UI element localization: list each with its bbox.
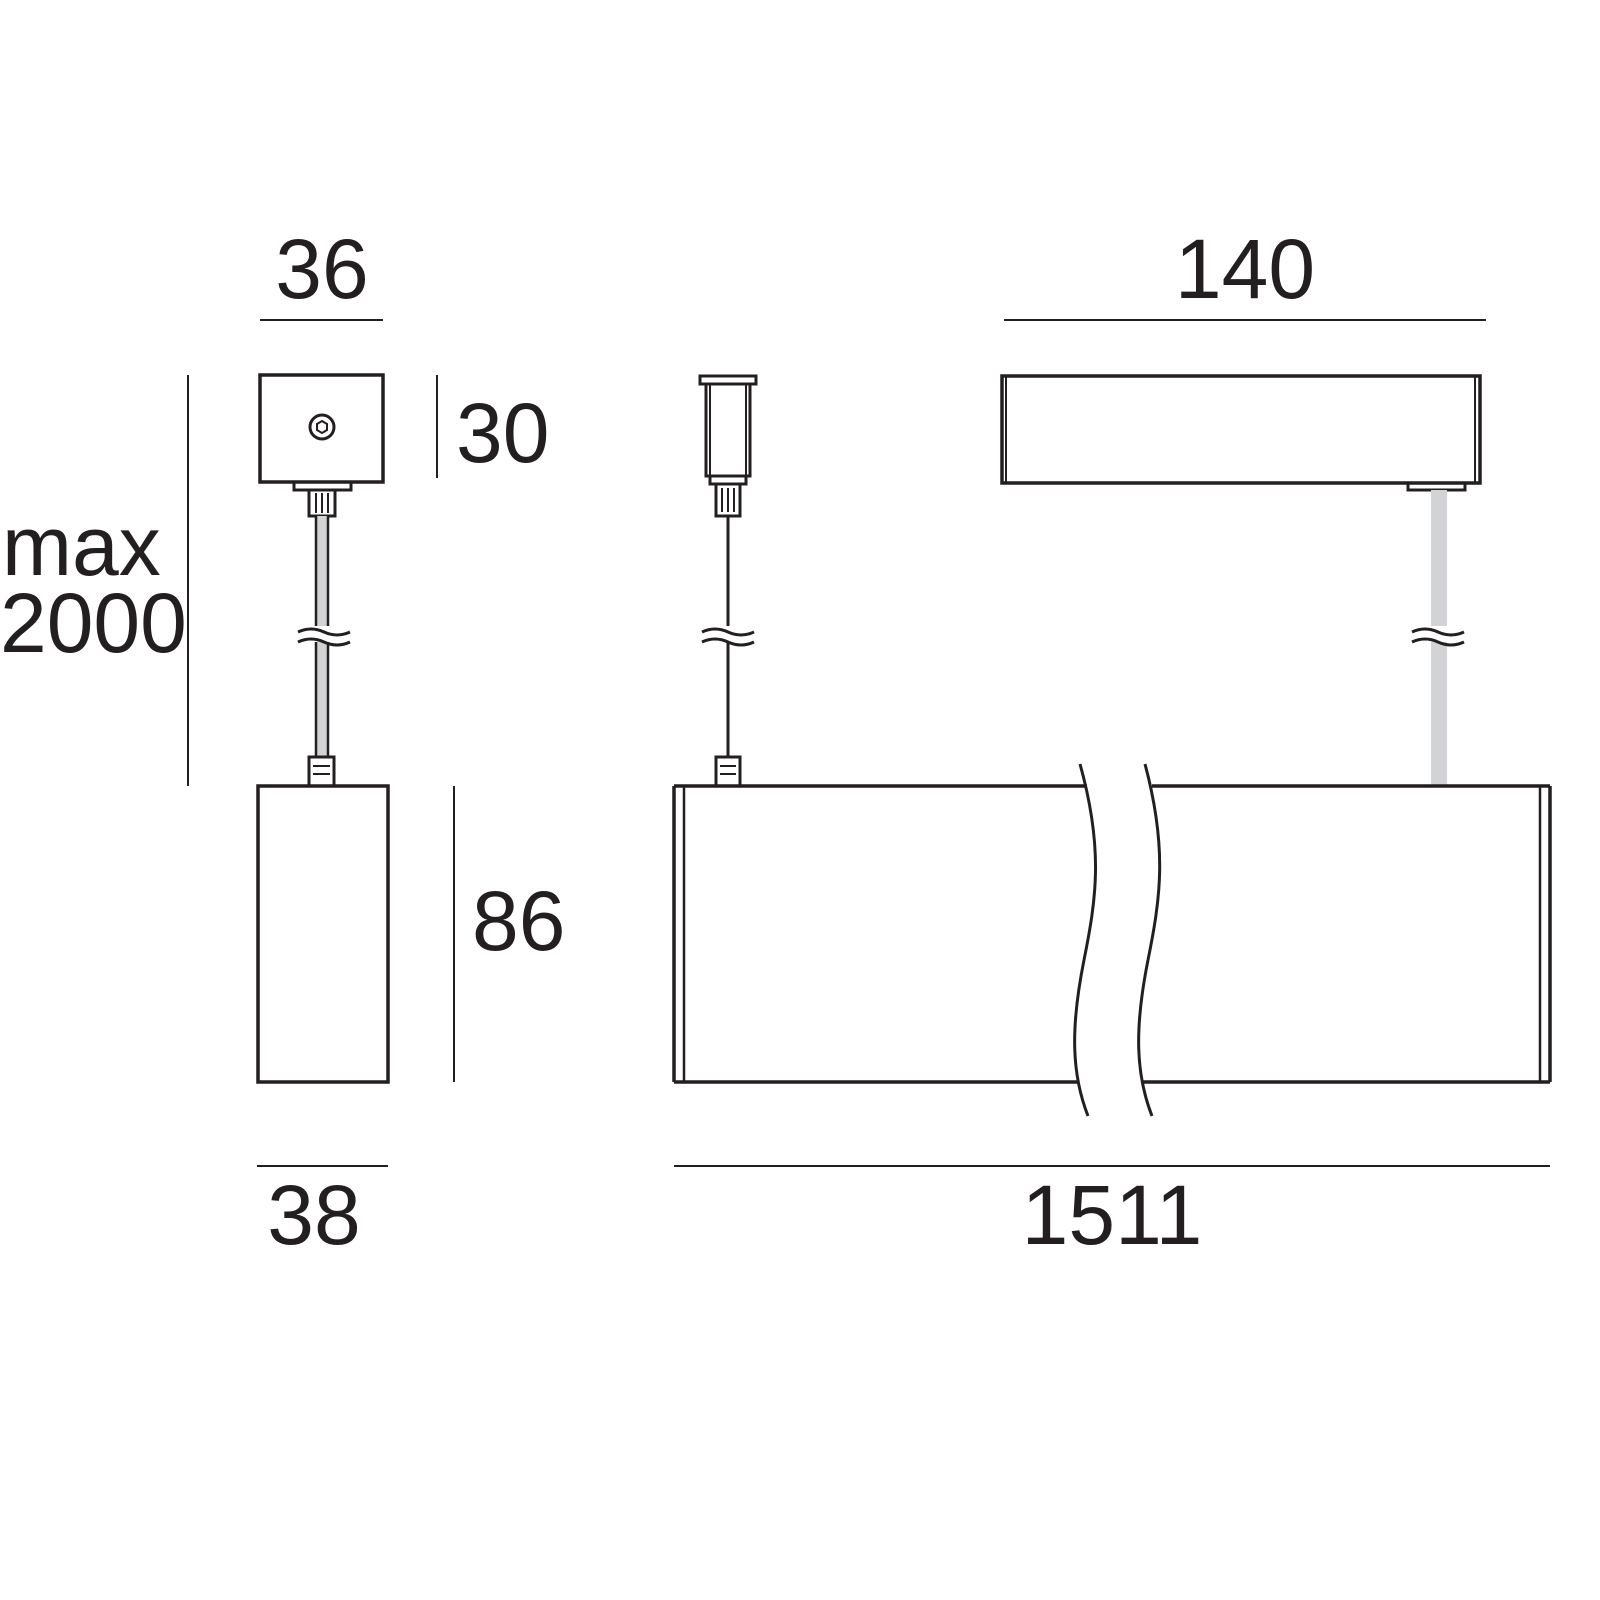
front-view: 140 xyxy=(672,222,1552,1262)
length-break-line xyxy=(1073,763,1098,1117)
break-symbol-icon xyxy=(701,627,755,637)
luminaire-body-side xyxy=(256,784,390,1084)
body-height-label: 86 xyxy=(472,874,565,968)
break-symbol-icon xyxy=(1411,627,1465,637)
length-break-line xyxy=(1137,763,1162,1117)
body-length-label: 1511 xyxy=(1022,1168,1203,1262)
side-view: 36 30 max 2000 86 38 xyxy=(0,222,565,1262)
canopy-end-view xyxy=(704,382,752,478)
canopy-width-label: 36 xyxy=(275,222,368,316)
body-width-label: 38 xyxy=(267,1168,360,1262)
canopy-front xyxy=(1000,374,1482,485)
break-symbol-icon xyxy=(297,637,351,647)
hex-socket-icon xyxy=(316,419,328,435)
canopy-screw-icon xyxy=(308,413,336,441)
break-symbol-icon xyxy=(1411,637,1465,647)
break-symbol-icon xyxy=(297,627,351,637)
cable-gripper-bottom-front xyxy=(714,755,742,788)
break-symbol-icon xyxy=(701,637,755,647)
canopy-length-label: 140 xyxy=(1175,222,1315,316)
cable-gripper-bottom xyxy=(307,755,336,788)
canopy-height-label: 30 xyxy=(456,386,549,480)
suspension-max-label: max xyxy=(2,499,161,593)
canopy-side xyxy=(258,373,385,484)
suspension-max-value: 2000 xyxy=(0,576,187,670)
